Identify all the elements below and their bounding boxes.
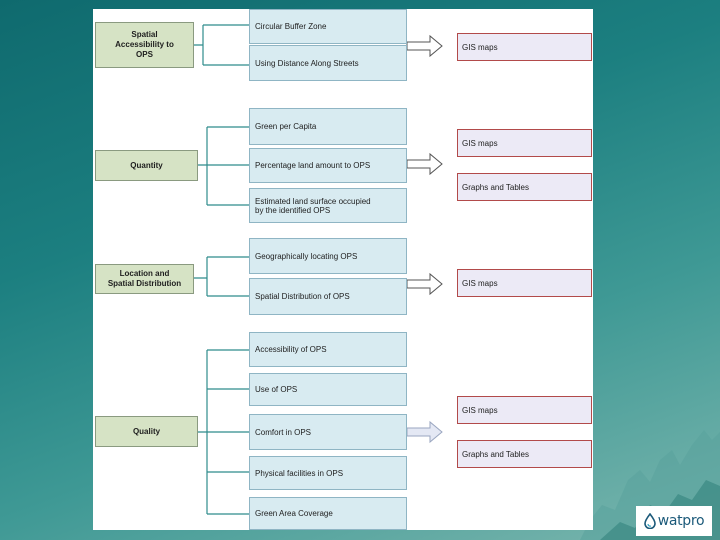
category-location-distribution: Location and Spatial Distribution [95, 264, 194, 294]
item-geographically-locating: Geographically locating OPS [249, 238, 407, 274]
item-distance-along-streets: Using Distance Along Streets [249, 45, 407, 81]
output-gis-maps-1: GIS maps [457, 33, 592, 61]
item-percentage-land: Percentage land amount to OPS [249, 148, 407, 183]
item-green-area-coverage: Green Area Coverage [249, 497, 407, 530]
category-spatial-accessibility: Spatial Accessibility to OPS [95, 22, 194, 68]
arrow-3 [406, 272, 443, 296]
item-circular-buffer-zone: Circular Buffer Zone [249, 9, 407, 44]
arrow-2 [406, 152, 443, 176]
output-graphs-tables-4: Graphs and Tables [457, 440, 592, 468]
item-accessibility-of-ops: Accessibility of OPS [249, 332, 407, 367]
arrow-4 [406, 420, 443, 444]
output-graphs-tables-2: Graphs and Tables [457, 173, 592, 201]
item-estimated-land-surface: Estimated land surface occupied by the i… [249, 188, 407, 223]
arrow-1 [406, 34, 443, 58]
item-comfort-in-ops: Comfort in OPS [249, 414, 407, 450]
output-gis-maps-4: GIS maps [457, 396, 592, 424]
item-use-of-ops: Use of OPS [249, 373, 407, 406]
output-gis-maps-3: GIS maps [457, 269, 592, 297]
item-physical-facilities: Physical facilities in OPS [249, 456, 407, 490]
watpro-logo: watpro [636, 506, 712, 536]
output-gis-maps-2: GIS maps [457, 129, 592, 157]
category-quantity: Quantity [95, 150, 198, 181]
logo-text: watpro [657, 513, 705, 529]
item-spatial-distribution: Spatial Distribution of OPS [249, 278, 407, 315]
category-quality: Quality [95, 416, 198, 447]
water-drop-icon [643, 513, 656, 529]
item-green-per-capita: Green per Capita [249, 108, 407, 145]
